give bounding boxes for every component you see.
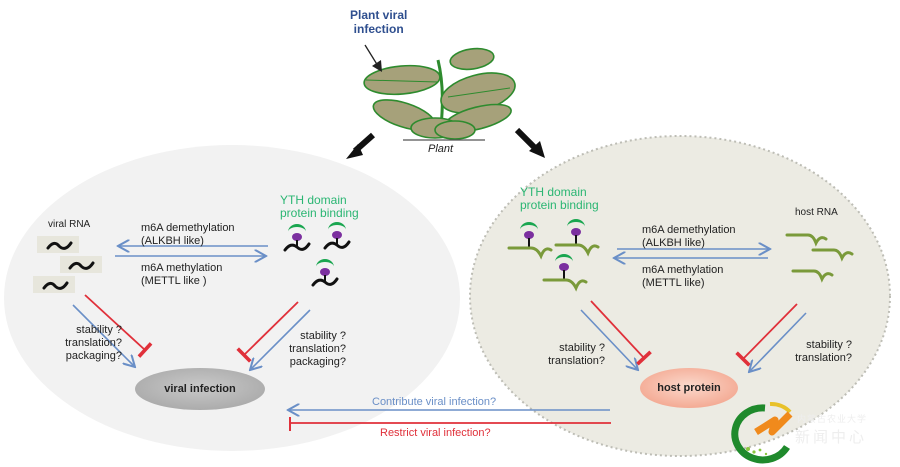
ytb-line-2: protein binding [280,206,359,220]
host-rna-label: host RNA [795,207,838,218]
methylation-text: m6A methylation [642,264,724,276]
contribute-label: Contribute viral infection? [372,396,497,408]
effect-translation: translation? [289,343,346,355]
effect-translation: translation? [548,355,605,367]
effect-stability: stability ? [76,324,122,336]
ytb-label-left: YTH domain protein binding [280,194,359,220]
effect-translation: translation? [795,352,852,364]
demethylation-text: m6A demethylation [141,222,235,234]
watermark-line-1: 内蒙古农业大学 [797,414,868,424]
arrow-to-viral-side [346,132,375,159]
infection-pointer-head [372,60,382,72]
viral-infection-node [135,368,265,410]
host-protein-node [640,368,738,408]
methylation-label-right: m6A methylation (METTL like) [642,264,723,290]
alkbh-text: (ALKBH like) [642,237,705,249]
title-line-1: Plant viral [350,8,408,22]
methylation-text: m6A methylation [141,262,223,274]
inhibit-arrow-host-left [590,300,652,366]
restrict-label: Restrict viral infection? [380,427,491,439]
title-line-2: infection [353,22,404,36]
ytb-line-2: protein binding [520,198,599,212]
viral-rna-compartment [4,145,460,451]
plant-icon [363,47,516,140]
effects-right-host: stability ? translation? [778,339,852,365]
inhibit-arrow-host-right [735,303,798,367]
ytb-line-1: YTH domain [520,185,587,199]
effects-right-viral: stability ? translation? packaging? [262,330,346,369]
demethylation-label-left: m6A demethylation (ALKBH like) [141,222,235,248]
viral-rna-label: viral RNA [48,219,91,230]
viral-infection-label: viral infection [164,383,236,395]
effect-stability: stability ? [806,339,852,351]
demethylation-label-right: m6A demethylation (ALKBH like) [642,224,736,250]
demethylation-text: m6A demethylation [642,224,736,236]
mettl-text: (METTL like) [642,277,705,289]
activate-arrow-viral-right [250,309,311,370]
viral-rna-icon [33,236,102,293]
effects-left-viral: stability ? translation? packaging? [30,324,122,363]
activate-arrow-viral-left [72,304,135,367]
activate-arrow-host-right [749,312,807,372]
ytb-viral-rna-icon [283,222,351,287]
mettl-text: (METTL like ) [141,275,207,287]
activate-arrow-host-left [580,309,638,370]
watermark-logo-icon [731,401,793,464]
figure-title: Plant viral infection [350,8,407,36]
ytb-line-1: YTH domain [280,193,347,207]
inhibit-arrow-viral-right [236,301,299,363]
host-rna-icon [785,233,854,283]
host-protein-label: host protein [657,382,721,394]
methylation-label-left: m6A methylation (METTL like ) [141,262,222,288]
effect-stability: stability ? [300,330,346,342]
ytb-label-right: YTH domain protein binding [520,186,599,212]
effect-packaging: packaging? [289,356,346,368]
alkbh-text: (ALKBH like) [141,235,204,247]
effect-translation: translation? [65,337,122,349]
inhibit-arrow-viral-left [84,294,153,358]
ytb-host-rna-icon [507,219,600,292]
effects-left-host: stability ? translation? [530,342,605,368]
effect-packaging: packaging? [65,350,122,362]
effect-stability: stability ? [559,342,605,354]
plant-label: Plant [428,143,454,155]
watermark-line-2: 新闻中心 [795,429,868,446]
infection-pointer-arrow [364,44,379,67]
arrow-to-host-side [514,127,545,158]
host-rna-compartment [469,135,891,457]
